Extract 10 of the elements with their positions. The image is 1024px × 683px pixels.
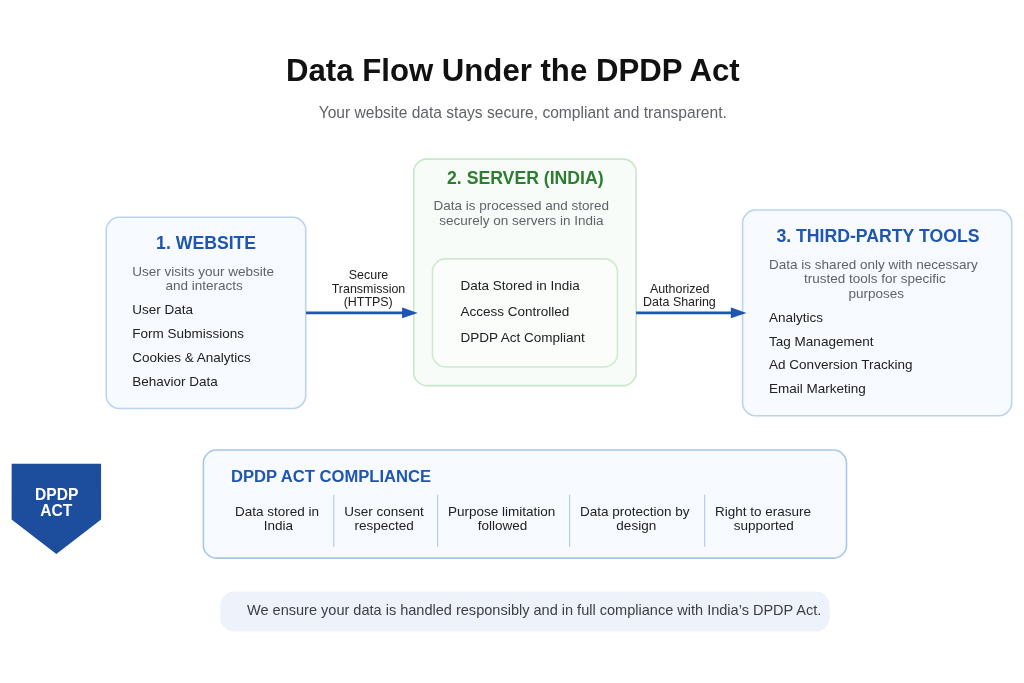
label: Your website data stays secure, compliant and transparent. [318, 103, 727, 121]
edge-label: Secure Transmission (HTTPS) [331, 267, 406, 309]
arrow [636, 306, 747, 318]
node-box: DPDP ACT COMPLIANCE Data stored in India User consent respected Purpose limitation followed Data protection by design Right to erasure supported [202, 448, 848, 559]
edge-label: Authorized Data Sharing [643, 281, 716, 309]
node-box: Data Stored in India Access Controlled DPDP Act Compliant [431, 257, 619, 368]
node-box: 1. WEBSITE User visits your website and interacts User Data Form Submissions Cookies & Analytics Behavior Data [105, 216, 307, 409]
arrow [306, 306, 418, 318]
node-box: 3. THIRD-PARTY TOOLS Data is shared only with necessary trusted tools for specific purposes Analytics Tag Management Ad Conversion Tracking Email Marketing [741, 208, 1013, 417]
diagram-title: Data Flow Under the DPDP Act [286, 52, 740, 88]
